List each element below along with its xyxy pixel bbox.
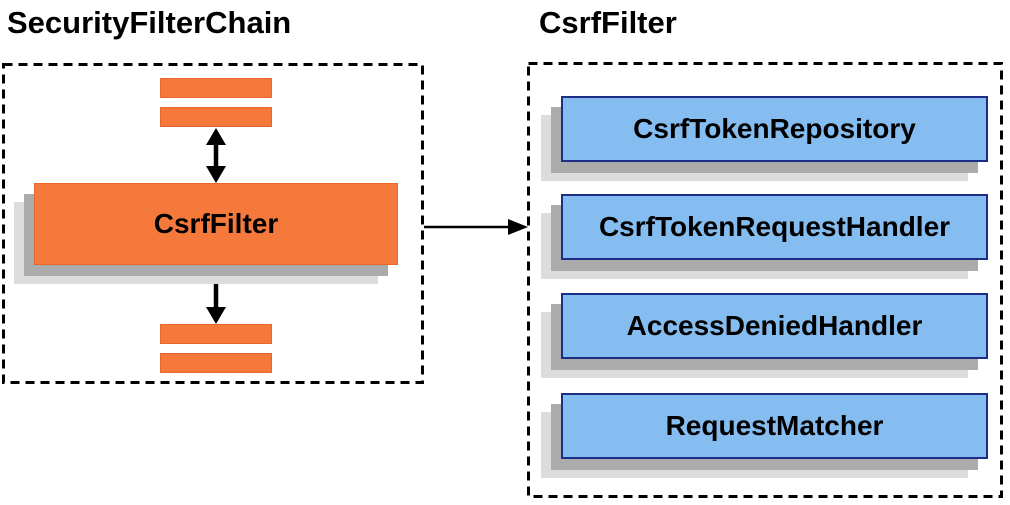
component-label: AccessDeniedHandler [626,310,923,341]
filter-bar-bottom-2 [160,353,272,373]
double-arrow-top [206,128,226,183]
left-panel-title: SecurityFilterChain [7,5,292,40]
component-label: RequestMatcher [665,410,884,441]
component-label: CsrfTokenRepository [633,113,916,144]
component-access-denied-handler: AccessDeniedHandler [561,293,988,359]
csrf-filter-node-label: CsrfFilter [153,208,279,239]
component-csrf-token-request-handler: CsrfTokenRequestHandler [561,194,988,260]
security-filter-chain-container [2,63,424,384]
double-arrow-top-down-head [206,166,226,183]
double-arrow-bottom [206,266,226,324]
csrf-filter-container [527,62,1003,498]
component-csrf-token-repository: CsrfTokenRepository [561,96,988,162]
connector-arrow-head [508,219,528,235]
component-label: CsrfTokenRequestHandler [598,211,951,242]
filter-bar-top-2 [160,107,272,127]
right-panel-title: CsrfFilter [539,5,677,40]
component-request-matcher: RequestMatcher [561,393,988,459]
double-arrow-top-up-head [206,128,226,145]
filter-bar-top-1 [160,78,272,98]
csrf-filter-node: CsrfFilter [34,183,398,265]
double-arrow-bottom-up-head [206,266,226,283]
double-arrow-bottom-down-head [206,307,226,324]
connector-arrow [424,219,528,235]
filter-bar-bottom-1 [160,324,272,344]
